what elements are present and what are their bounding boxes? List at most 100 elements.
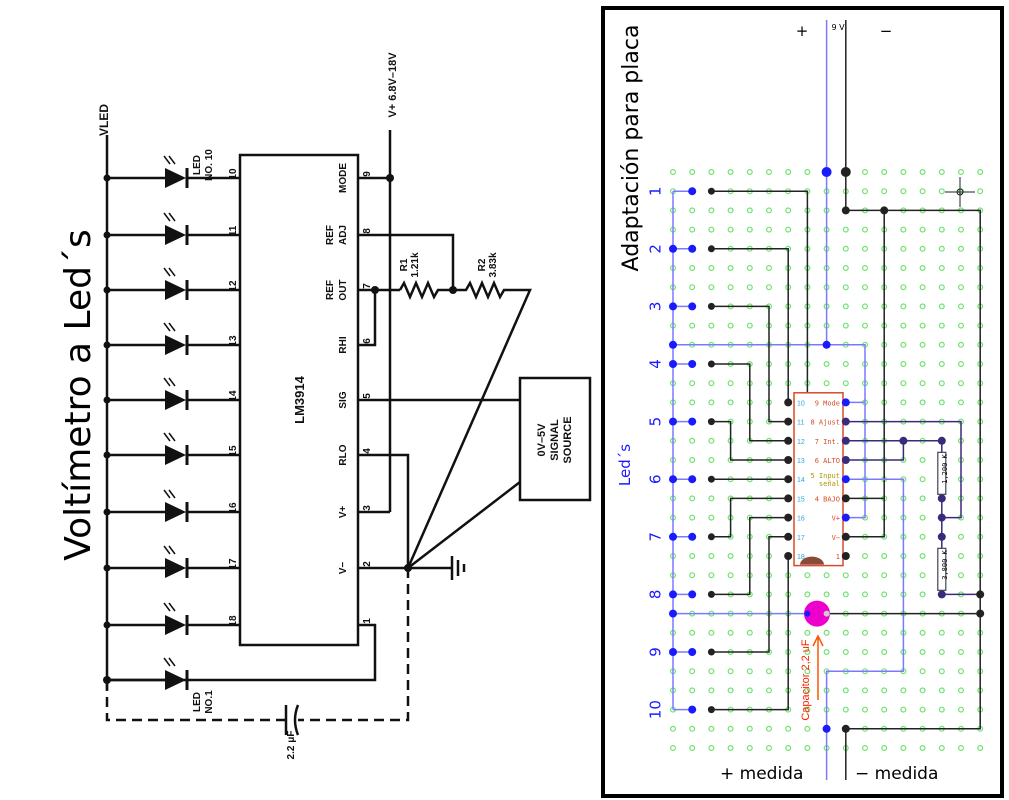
- grid-hole: [842, 687, 849, 694]
- solder-dot: [784, 513, 793, 522]
- grid-hole: [881, 572, 888, 579]
- grid-hole: [900, 322, 907, 329]
- solder-dot: [707, 590, 715, 598]
- solder-dot: [688, 302, 697, 311]
- pin-number: 14: [228, 390, 239, 402]
- grid-hole: [938, 245, 945, 252]
- grid-hole: [919, 284, 926, 291]
- grid-hole: [957, 572, 964, 579]
- grid-hole: [900, 169, 907, 176]
- supply-label: 9 V: [831, 23, 845, 32]
- grid-hole: [842, 322, 849, 329]
- grid-hole: [842, 226, 849, 233]
- pin-number: 2: [362, 561, 373, 567]
- grid-hole: [861, 591, 868, 598]
- solder-dot: [707, 475, 715, 483]
- ic-pin-number: 13: [797, 458, 805, 465]
- solder-dot: [669, 475, 677, 484]
- grid-hole: [689, 437, 696, 444]
- grid-hole: [765, 668, 772, 675]
- grid-hole: [727, 744, 734, 751]
- solder-dot: [937, 532, 946, 541]
- wire: [711, 248, 789, 403]
- grid-hole: [804, 591, 811, 598]
- grid-hole: [881, 648, 888, 655]
- solder-dot: [937, 494, 946, 503]
- grid-hole: [765, 284, 772, 291]
- grid-hole: [861, 265, 868, 272]
- solder-dot: [840, 167, 851, 177]
- grid-hole: [938, 188, 945, 195]
- solder-dot: [707, 418, 715, 426]
- wire: [711, 363, 789, 442]
- grid-hole: [861, 188, 868, 195]
- grid-hole: [900, 245, 907, 252]
- grid-hole: [708, 284, 715, 291]
- grid-hole: [746, 725, 753, 732]
- grid-hole: [919, 629, 926, 636]
- led-diode-icon: [165, 670, 186, 690]
- supply-minus: −: [880, 22, 893, 40]
- grid-hole: [765, 226, 772, 233]
- grid-hole: [957, 706, 964, 713]
- solder-dot: [784, 398, 793, 407]
- grid-hole: [708, 687, 715, 694]
- grid-hole: [957, 226, 964, 233]
- grid-hole: [842, 572, 849, 579]
- ic-lm3914: [793, 392, 844, 567]
- light-arrow-icon: [163, 657, 176, 667]
- grid-hole: [727, 687, 734, 694]
- grid-hole: [823, 591, 830, 598]
- grid-hole: [823, 380, 830, 387]
- grid-hole: [765, 265, 772, 272]
- vled-label: VLED: [97, 104, 111, 136]
- grid-hole: [842, 648, 849, 655]
- solder-dot: [688, 244, 697, 253]
- grid-hole: [977, 744, 984, 751]
- light-arrow-icon: [163, 155, 176, 165]
- wire: [845, 210, 885, 538]
- wire: [711, 556, 789, 711]
- light-arrow-icon: [163, 322, 176, 332]
- led: [103, 267, 240, 300]
- pin-number: 17: [228, 558, 239, 570]
- grid-hole: [689, 399, 696, 406]
- grid-hole: [727, 265, 734, 272]
- grid-hole: [957, 245, 964, 252]
- pin-number: 7: [362, 283, 373, 289]
- grid-hole: [746, 207, 753, 214]
- solder-dot: [822, 340, 831, 349]
- grid-hole: [823, 629, 830, 636]
- capacitor: [804, 600, 830, 627]
- solder-dot: [707, 302, 715, 310]
- grid-hole: [842, 245, 849, 252]
- solder-dot: [841, 436, 850, 445]
- r-top-label: 1,200 K: [941, 453, 949, 483]
- grid-hole: [708, 437, 715, 444]
- solder-dot: [688, 360, 697, 368]
- grid-hole: [919, 706, 926, 713]
- ic-pin-number: 16: [797, 516, 805, 523]
- ic-pin-label: 6 ALTO: [815, 457, 840, 465]
- solder-dot: [841, 475, 850, 484]
- grid-hole: [765, 169, 772, 176]
- grid-hole: [919, 322, 926, 329]
- led: [103, 602, 240, 635]
- grid-hole: [919, 744, 926, 751]
- grid-hole: [746, 169, 753, 176]
- solder-dot: [841, 724, 850, 733]
- grid-hole: [746, 744, 753, 751]
- led: [103, 155, 240, 188]
- light-arrow-icon: [163, 377, 176, 387]
- grid-hole: [804, 706, 811, 713]
- solder-dot: [976, 590, 985, 599]
- grid-hole: [919, 399, 926, 406]
- grid-hole: [842, 284, 849, 291]
- grid-hole: [900, 341, 907, 348]
- grid-hole: [900, 361, 907, 368]
- led: [103, 432, 240, 465]
- pin-number: 3: [362, 505, 373, 511]
- grid-hole: [689, 265, 696, 272]
- resistor-3800k: [937, 547, 947, 591]
- leds-label: Led´s: [616, 444, 634, 486]
